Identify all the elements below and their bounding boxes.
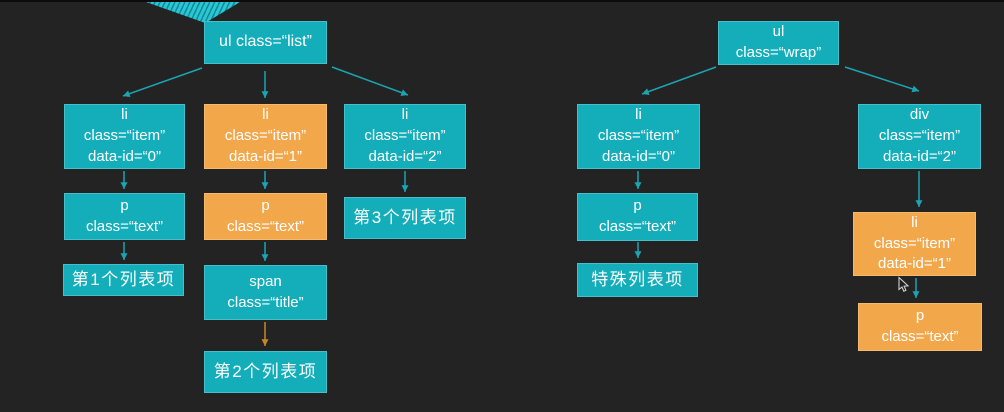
node-r-p-text-0: p class=“text”: [577, 193, 698, 241]
top-edge-strip: [0, 0, 1004, 2]
node-textnode-3: 第3个列表项: [344, 197, 466, 239]
node-p-text-1: p class=“text”: [204, 193, 327, 240]
node-ul-wrap: ul class=“wrap”: [718, 21, 839, 65]
arrow-ulwrap-to-div2: [844, 66, 920, 93]
node-textnode-1: 第1个列表项: [63, 264, 184, 296]
mouse-cursor-icon: [898, 276, 910, 292]
node-div-item-2: div class=“item” data-id=“2”: [858, 104, 981, 169]
arrow-ulwrap-to-li0: [641, 66, 717, 95]
node-p-text-0: p class=“text”: [64, 193, 185, 240]
node-li-item-0: li class=“item” data-id=“0”: [64, 104, 185, 169]
node-span-title: span class=“title”: [204, 265, 327, 320]
node-r-li-item-1: li class=“item” data-id=“1”: [853, 212, 976, 276]
node-textnode-2: 第2个列表项: [204, 351, 327, 393]
node-textnode-special: 特殊列表项: [577, 263, 698, 297]
node-li-item-2: li class=“item” data-id=“2”: [344, 104, 466, 169]
node-li-item-1: li class=“item” data-id=“1”: [204, 104, 327, 169]
node-ul-list: ul class=“list”: [204, 21, 327, 64]
node-r-p-text-1: p class=“text”: [858, 303, 982, 351]
node-r-li-item-0: li class=“item” data-id=“0”: [577, 104, 700, 169]
arrow-ullist-to-li2: [331, 66, 409, 96]
arrow-ullist-to-li0: [122, 67, 203, 98]
